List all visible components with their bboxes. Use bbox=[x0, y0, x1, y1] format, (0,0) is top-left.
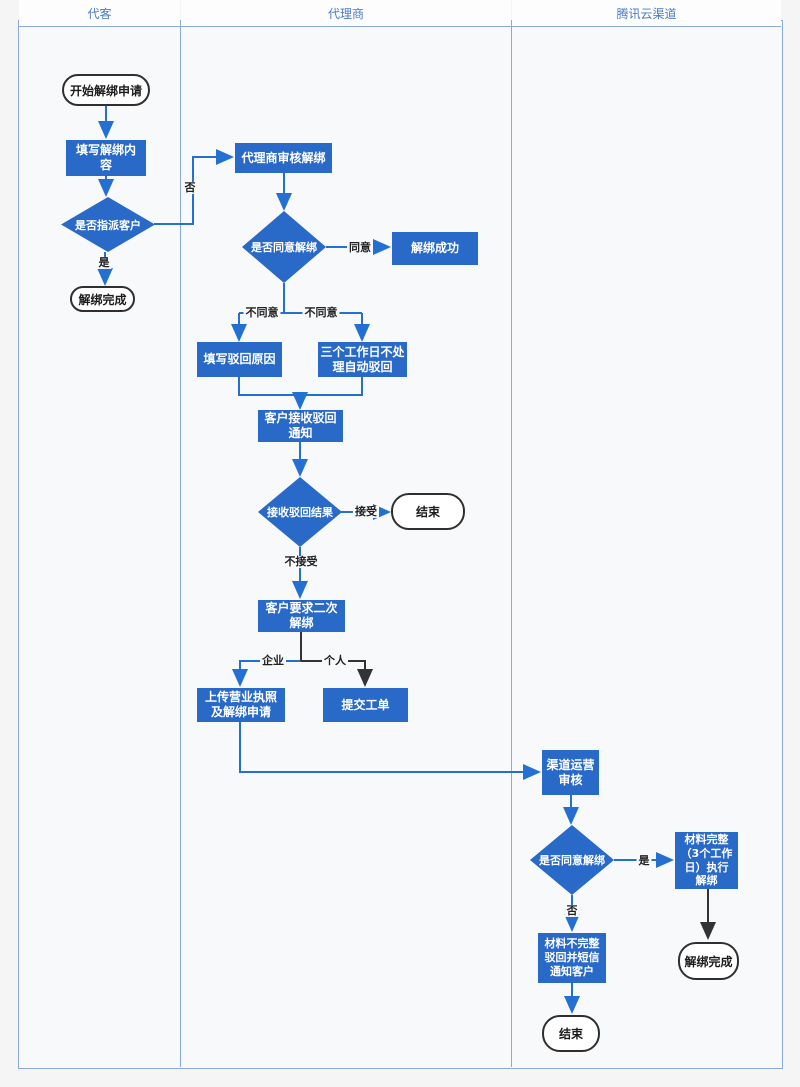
node-channel-ops-review: 渠道运营 审核 bbox=[542, 750, 599, 795]
edge-label-agree: 同意 bbox=[347, 240, 373, 255]
lane-header-customer: 代客 bbox=[19, 0, 180, 27]
edge-label-personal: 个人 bbox=[322, 653, 348, 668]
edge-label-accept: 接受 bbox=[353, 504, 379, 519]
edge-label-no-2: 否 bbox=[564, 903, 580, 918]
node-end-bottom-terminal: 结束 bbox=[542, 1015, 600, 1052]
lane-divider-2 bbox=[511, 20, 512, 1067]
node-submit-ticket: 提交工单 bbox=[323, 688, 408, 722]
lane-divider-1 bbox=[180, 20, 181, 1067]
node-start-terminal: 开始解绑申请 bbox=[62, 74, 150, 106]
edge-label-enterprise: 企业 bbox=[260, 653, 286, 668]
lane-label: 腾讯云渠道 bbox=[616, 6, 677, 21]
lane-label: 代理商 bbox=[327, 6, 364, 21]
edge-label-yes-1: 是 bbox=[96, 255, 112, 270]
lane-header-agent: 代理商 bbox=[181, 0, 511, 27]
node-material-incomplete-reject: 材料不完整 驳回并短信 通知客户 bbox=[538, 933, 606, 983]
edge-label-disagree-left: 不同意 bbox=[243, 305, 281, 320]
node-end-mid-terminal: 结束 bbox=[391, 493, 465, 530]
node-unbind-done-left-terminal: 解绑完成 bbox=[70, 286, 135, 312]
edge-label-no-1: 否 bbox=[182, 180, 198, 195]
edge-label-yes-2: 是 bbox=[636, 853, 652, 868]
node-unbind-success: 解绑成功 bbox=[392, 232, 478, 265]
node-agent-review: 代理商审核解绑 bbox=[235, 143, 332, 173]
edge-label-disagree-right: 不同意 bbox=[302, 305, 340, 320]
edge-label-not-accept: 不接受 bbox=[282, 554, 320, 569]
lane-header-tencent-channel: 腾讯云渠道 bbox=[512, 0, 781, 27]
node-fill-unbind-content: 填写解绑内 容 bbox=[66, 140, 146, 176]
node-fill-reject-reason: 填写驳回原因 bbox=[197, 342, 282, 377]
node-unbind-done-right-terminal: 解绑完成 bbox=[678, 942, 739, 980]
node-second-unbind-request: 客户要求二次 解绑 bbox=[258, 600, 345, 632]
flowchart-canvas bbox=[18, 20, 783, 1069]
node-customer-receive-reject: 客户接收驳回 通知 bbox=[258, 410, 343, 442]
node-auto-reject: 三个工作日不处 理自动驳回 bbox=[318, 342, 407, 377]
lane-label: 代客 bbox=[87, 6, 112, 21]
node-material-complete-execute: 材料完整 （3个工作 日）执行 解绑 bbox=[675, 832, 738, 889]
node-upload-license: 上传营业执照 及解绑申请 bbox=[197, 688, 285, 722]
